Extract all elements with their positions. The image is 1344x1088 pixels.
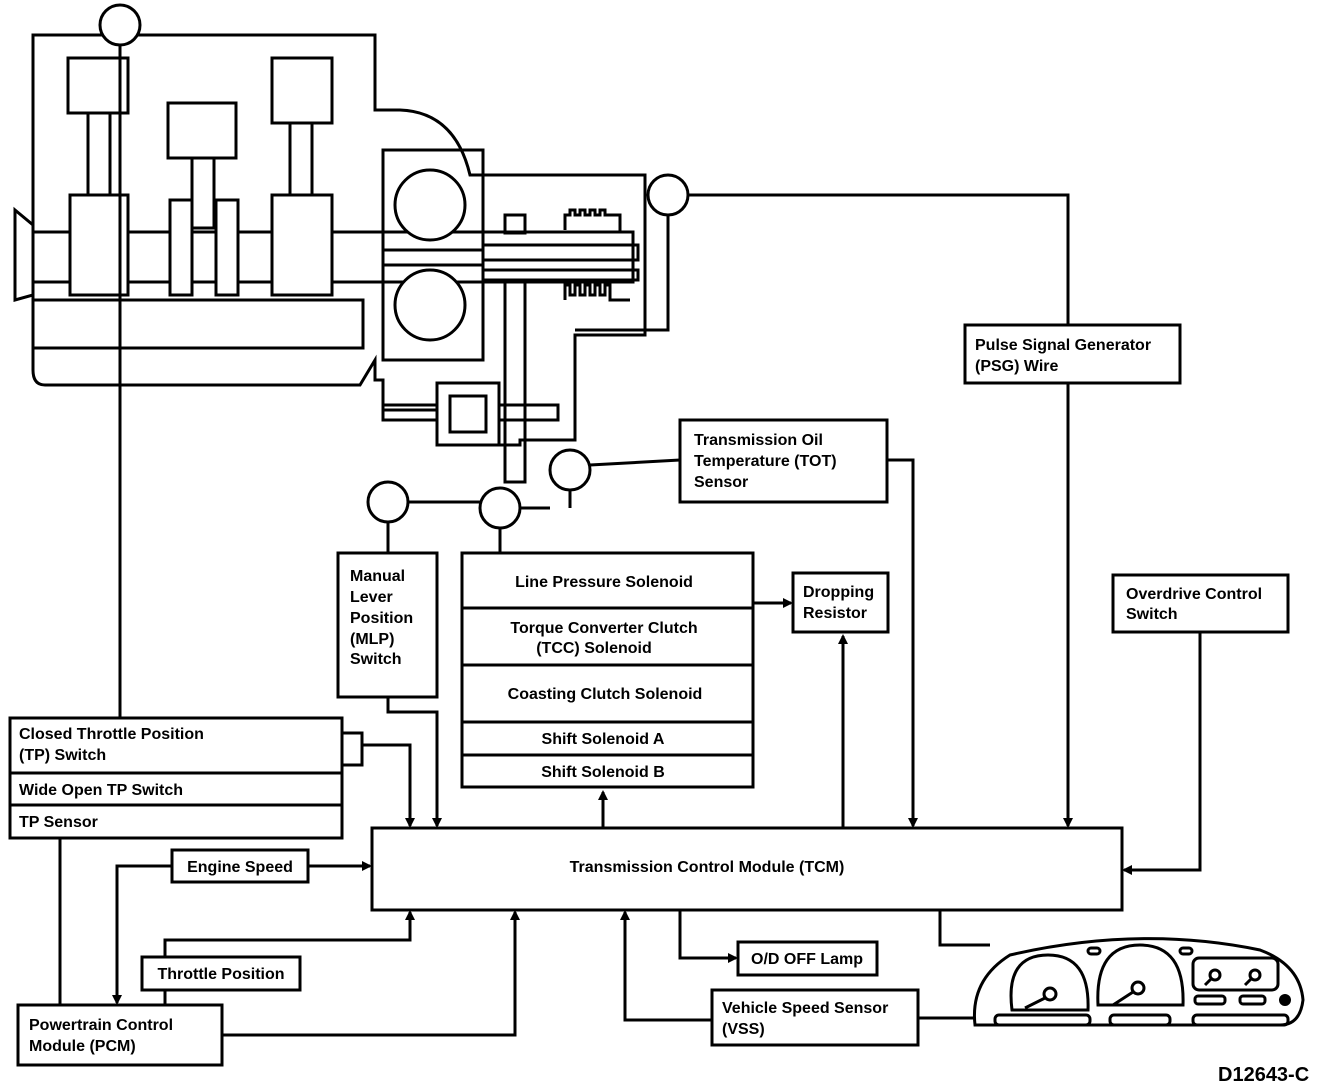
vss-label-line1: Vehicle Speed Sensor — [722, 1000, 888, 1017]
shift-solenoid-b-label: Shift Solenoid B — [541, 764, 665, 781]
tot-label-line3: Sensor — [694, 474, 748, 491]
overdrive-control-switch-box: Overdrive Control Switch — [1111, 573, 1290, 634]
mlp-label-line5: Switch — [350, 651, 402, 668]
tp-sensor-label: TP Sensor — [19, 814, 98, 831]
tp-connector — [340, 731, 364, 767]
piston-2 — [166, 101, 240, 297]
throttle-position-box: Throttle Position — [140, 955, 302, 992]
tcc-solenoid-label-line1: Torque Converter Clutch — [510, 620, 697, 637]
psg-label-line2: (PSG) Wire — [975, 358, 1059, 375]
wot-switch-label: Wide Open TP Switch — [19, 782, 183, 799]
tot-sensor-circle — [548, 448, 592, 492]
figure-id: D12643-C — [1218, 1064, 1309, 1086]
dropping-resistor-label-line1: Dropping — [803, 584, 874, 601]
coasting-clutch-solenoid-label: Coasting Clutch Solenoid — [508, 686, 703, 703]
psg-wire-box: Pulse Signal Generator (PSG) Wire — [963, 323, 1182, 385]
solenoid-connector-circle — [478, 486, 522, 530]
tot-label-line2: Temperature (TOT) — [694, 453, 837, 470]
pcm-box: Powertrain Control Module (PCM) — [16, 1003, 224, 1067]
throttle-position-label: Throttle Position — [157, 966, 284, 983]
line-pressure-solenoid-label: Line Pressure Solenoid — [515, 574, 693, 591]
gauge-left — [1009, 953, 1090, 1012]
engine-transmission-illustration — [13, 3, 690, 530]
engine-speed-box: Engine Speed — [170, 848, 310, 884]
engine-speed-label: Engine Speed — [187, 859, 293, 876]
mlp-label-line2: Lever — [350, 589, 393, 606]
solenoid-block: Line Pressure Solenoid Torque Converter … — [460, 551, 755, 789]
tcm-box: Transmission Control Module (TCM) — [370, 826, 1124, 912]
instrument-cluster-illustration — [972, 937, 1305, 1027]
closed-tp-label-line2: (TP) Switch — [19, 747, 106, 764]
tp-switch-box: Closed Throttle Position (TP) Switch Wid… — [8, 716, 364, 840]
closed-tp-label-line1: Closed Throttle Position — [19, 726, 204, 743]
overdrive-label-line2: Switch — [1126, 606, 1178, 623]
tot-sensor-box: Transmission Oil Temperature (TOT) Senso… — [678, 418, 889, 504]
tcc-solenoid-label-line2: (TCC) Solenoid — [536, 640, 652, 657]
mlp-label-line3: Position — [350, 610, 413, 627]
mlp-label-line4: (MLP) — [350, 631, 394, 648]
engine-speed-sensor-circle — [98, 3, 142, 47]
torque-converter-lower — [393, 268, 467, 342]
piston-1 — [66, 56, 130, 297]
pcm-label-line1: Powertrain Control — [29, 1017, 173, 1034]
gauge-center — [1096, 943, 1185, 1007]
torque-converter-upper — [393, 168, 467, 242]
mlp-sensor-circle — [366, 480, 410, 524]
pcm-label-line2: Module (PCM) — [29, 1038, 136, 1055]
od-off-lamp-box: O/D OFF Lamp — [736, 940, 879, 977]
vss-box: Vehicle Speed Sensor (VSS) — [710, 988, 920, 1047]
shift-solenoid-a-label: Shift Solenoid A — [542, 731, 665, 748]
mlp-switch-box: Manual Lever Position (MLP) Switch — [336, 551, 439, 699]
psg-sensor-circle — [646, 173, 690, 217]
mlp-label-line1: Manual — [350, 568, 405, 585]
tot-label-line1: Transmission Oil — [694, 432, 823, 449]
wiring — [58, 45, 1202, 1037]
od-off-lamp-label: O/D OFF Lamp — [751, 951, 863, 968]
dropping-resistor-box: Dropping Resistor — [791, 571, 890, 634]
psg-label-line1: Pulse Signal Generator — [975, 337, 1151, 354]
dropping-resistor-label-line2: Resistor — [803, 605, 867, 622]
overdrive-label-line1: Overdrive Control — [1126, 586, 1262, 603]
vss-label-line2: (VSS) — [722, 1021, 765, 1038]
tcm-label: Transmission Control Module (TCM) — [570, 859, 845, 876]
piston-3 — [270, 56, 334, 297]
